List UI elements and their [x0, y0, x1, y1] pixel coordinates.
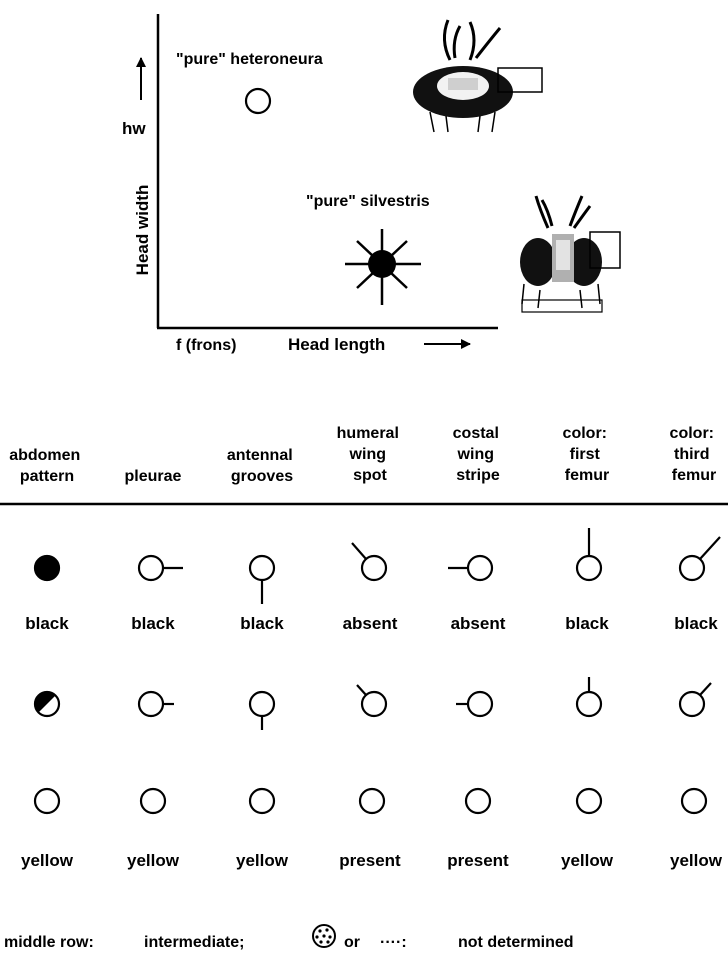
row3-label: yellow: [236, 851, 289, 870]
symbol-humeral-intermediate: [357, 685, 386, 716]
legend-footer: middle row: intermediate; or ····: not d…: [4, 925, 574, 951]
row3-label: present: [447, 851, 509, 870]
legend-or: or: [344, 934, 360, 951]
symbol-pleurae-yellow: [141, 789, 165, 813]
symbol-humeral-absent: [352, 543, 386, 580]
silvestris-label: "pure" silvestris: [306, 193, 430, 210]
legend-dots: ····:: [380, 934, 407, 951]
row1-label: black: [240, 614, 284, 633]
legend-prefix: middle row:: [4, 934, 94, 951]
row-3-symbols: [35, 789, 706, 813]
row1-label: absent: [343, 614, 398, 633]
row1-label: black: [131, 614, 175, 633]
symbol-costal-present: [466, 789, 490, 813]
stippled-circle-icon: [313, 925, 335, 947]
heteroneura-label: "pure" heteroneura: [176, 51, 323, 68]
symbol-antennal-black: [250, 556, 274, 604]
header-pleurae: pleurae: [125, 468, 182, 485]
symbol-third-femur-black: [680, 537, 720, 580]
row-2-symbols: [35, 677, 711, 730]
symbol-first-femur-yellow: [577, 789, 601, 813]
symbol-third-femur-intermediate: [680, 683, 711, 716]
symbol-humeral-present: [360, 789, 384, 813]
symbol-third-femur-yellow: [682, 789, 706, 813]
silvestris-head-illustration: [520, 196, 620, 312]
symbol-antennal-intermediate: [250, 692, 274, 730]
silvestris-point: [345, 229, 421, 305]
symbol-pleurae-intermediate: [139, 692, 174, 716]
row3-label: yellow: [670, 851, 723, 870]
legend-intermediate: intermediate;: [144, 934, 244, 951]
row3-label: yellow: [127, 851, 180, 870]
x-axis-label: Head length: [288, 335, 385, 354]
symbol-first-femur-intermediate: [577, 677, 601, 716]
row-1-labels: black black black absent absent black bl…: [25, 614, 718, 633]
symbol-abdomen-black: [35, 556, 59, 580]
header-costal-wing-stripe: costal wing stripe: [453, 425, 504, 484]
symbol-abdomen-intermediate: [35, 692, 59, 716]
legend-not-determined: not determined: [458, 934, 574, 951]
header-abdomen-pattern: abdomen pattern: [9, 447, 85, 485]
heteroneura-head-illustration: [413, 20, 542, 132]
header-first-femur: color: first femur: [563, 425, 612, 484]
symbol-costal-intermediate: [456, 692, 492, 716]
header-third-femur: color: third femur: [670, 425, 719, 484]
symbol-antennal-yellow: [250, 789, 274, 813]
row3-label: yellow: [561, 851, 614, 870]
header-antennal-grooves: antennal grooves: [227, 447, 297, 485]
symbol-costal-absent: [448, 556, 492, 580]
heteroneura-point: [246, 89, 270, 113]
row3-label: yellow: [21, 851, 74, 870]
y-axis-label: Head width: [133, 185, 152, 276]
symbol-abdomen-yellow: [35, 789, 59, 813]
header-humeral-wing-spot: humeral wing spot: [337, 425, 404, 484]
hw-label: hw: [122, 119, 146, 138]
row-1-symbols: [35, 528, 720, 604]
scatter-plot: hw Head width f (frons) Head length "pur…: [122, 14, 498, 354]
f-label: f (frons): [176, 337, 236, 354]
row3-label: present: [339, 851, 401, 870]
row-3-labels: yellow yellow yellow present present yel…: [21, 851, 723, 870]
symbol-pleurae-black: [139, 556, 183, 580]
row1-label: black: [25, 614, 69, 633]
row1-label: black: [565, 614, 609, 633]
row1-label: absent: [451, 614, 506, 633]
table-headers: abdomen pattern pleurae antennal grooves…: [9, 425, 718, 485]
symbol-first-femur-black: [577, 528, 601, 580]
row1-label: black: [674, 614, 718, 633]
